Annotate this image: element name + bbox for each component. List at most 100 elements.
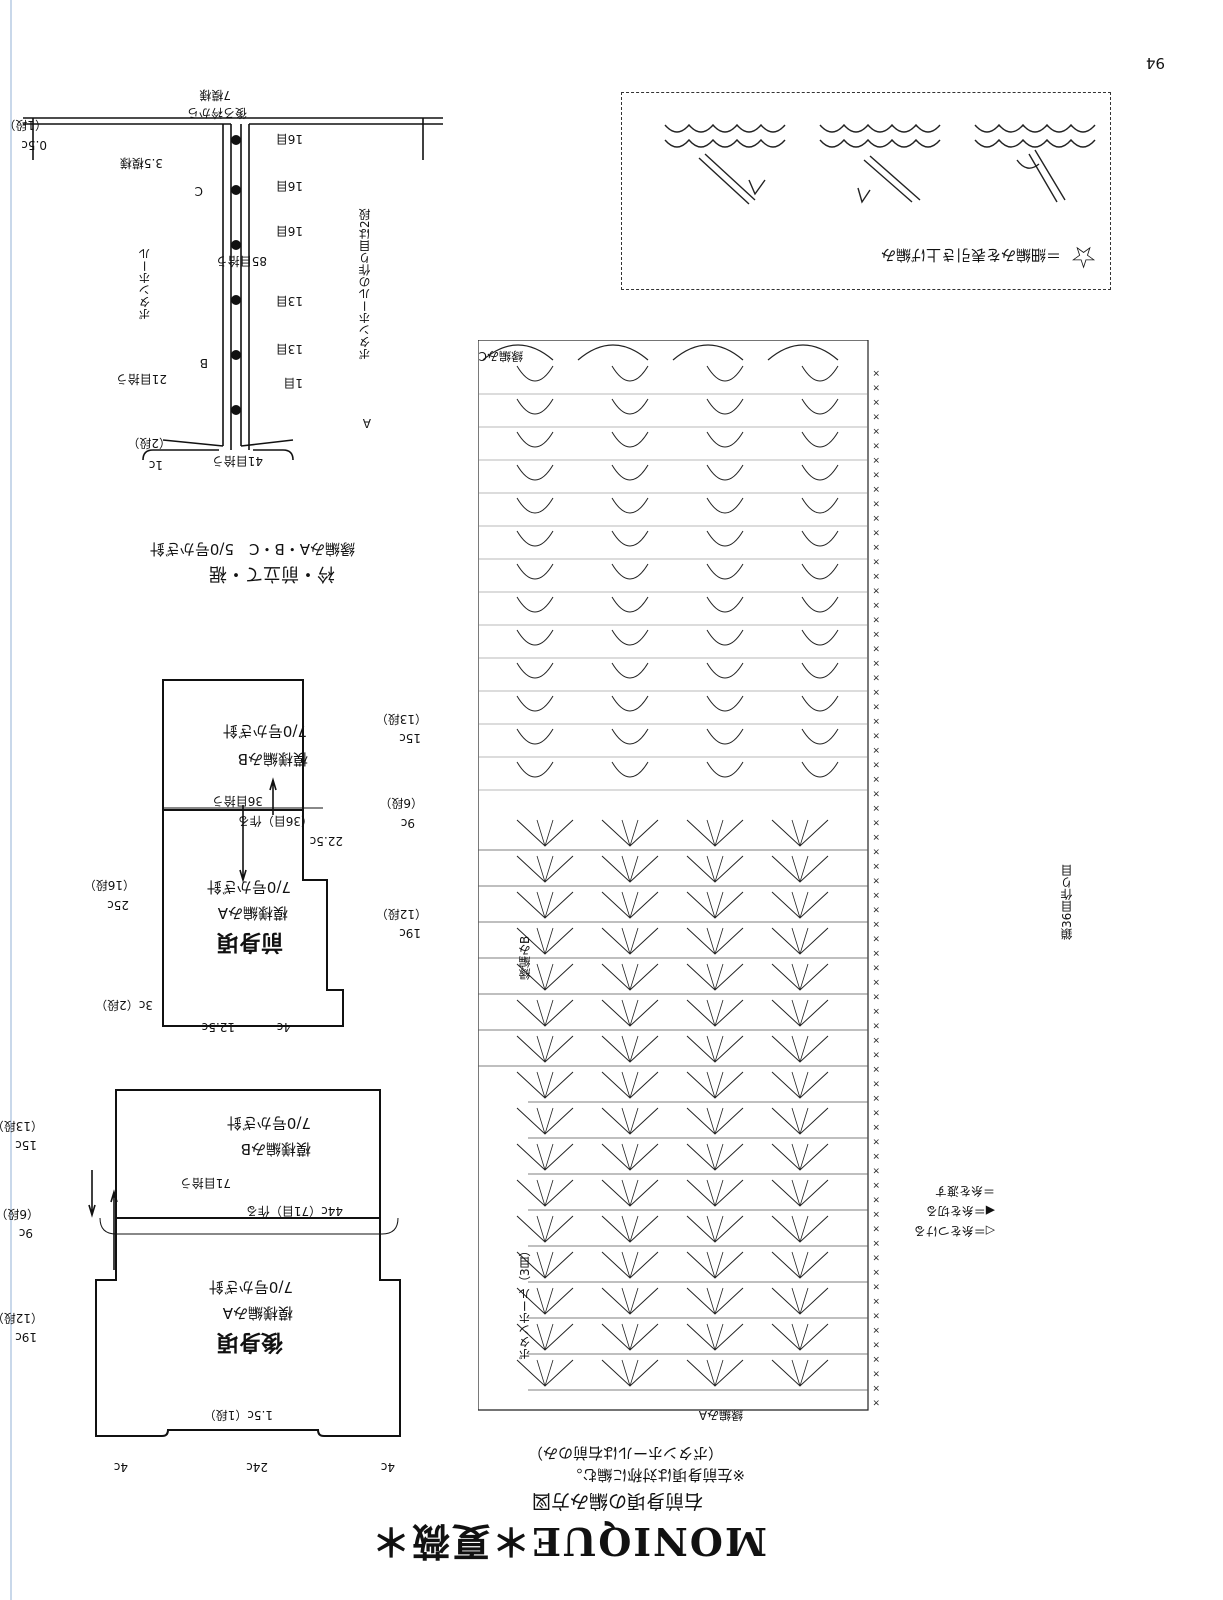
edging-stitch: × [872,614,880,624]
front-r13: （13段） [375,712,427,726]
fan-stitch-inner [706,963,724,991]
fan-stitch [516,1359,574,1387]
fan-stitch [601,1035,659,1063]
fan-stitch-inner [791,1071,809,1099]
shell-stitch [801,629,839,646]
edging-stitch: × [872,1049,880,1059]
fan-stitch [601,819,659,847]
fan-stitch [771,963,829,991]
edging-c-scallop [577,344,649,361]
page-number: 94 [1145,54,1165,72]
fan-stitch-inner [791,1323,809,1351]
fan-stitch-inner [536,927,554,955]
fan-stitch-inner [536,891,554,919]
fan-stitch [686,1071,744,1099]
fan-stitch-inner [706,1143,724,1171]
collar-st-13b: 13目 [275,294,303,308]
fan-stitch [601,999,659,1027]
shell-stitch [611,695,649,712]
shell-stitch [611,629,649,646]
front-bottom-4: 4c [276,1020,291,1034]
back-h19: 19c [15,1330,37,1344]
stitch-chart: ××××××××××××××××××××××××××××××××××××××××… [478,340,880,1411]
edging-stitch: × [872,1310,880,1320]
back-body-outline [88,1089,401,1437]
fan-stitch [601,1287,659,1315]
fan-stitch-inner [791,1107,809,1135]
spacer [3,1489,183,1490]
edging-stitch: × [872,1136,880,1146]
front-r16: （16段） [83,878,135,892]
chart-frame [478,340,869,1411]
edging-stitch: × [872,875,880,885]
fan-stitch-inner [621,1143,639,1171]
fan-stitch-inner [791,999,809,1027]
collar-label-a: A [362,416,371,430]
fan-stitch [516,1179,574,1207]
fan-stitch-inner [621,1359,639,1387]
fan-stitch [686,855,744,883]
edging-stitch: × [872,1006,880,1016]
fan-stitch-inner [536,855,554,883]
shell-stitch [516,431,554,448]
back-bottom-4a: 4c [380,1460,395,1474]
edging-stitch: × [872,1238,880,1248]
edging-stitch: × [872,991,880,1001]
chart-heading: 右前身頃の編み方図 [531,1490,703,1512]
collar-st-16b: 16目 [275,179,303,193]
fan-stitch [686,1179,744,1207]
shell-stitch [801,464,839,481]
collar-pick-41: 41目拾う [211,454,263,468]
fan-stitch [516,891,574,919]
front-h25: 25c [107,898,129,912]
edging-stitch: × [872,832,880,842]
fan-stitch-inner [791,855,809,883]
back-bottom-4b: 4c [113,1460,128,1474]
edging-stitch: × [872,759,880,769]
fan-stitch [686,1323,744,1351]
legend-attach: ◁＝糸をつける [913,1224,995,1238]
fan-stitch-inner [706,1251,724,1279]
edging-stitch: × [872,600,880,610]
shell-stitch [706,563,744,580]
front-decrease: 3c（2段） [95,998,153,1012]
shell-stitch [801,530,839,547]
fan-stitch [686,1035,744,1063]
edging-stitch: × [872,1267,880,1277]
fan-stitch [686,1251,744,1279]
edging-stitch: × [872,484,880,494]
edging-stitch: × [872,1122,880,1132]
front-title: 前身頃 [216,929,283,954]
back-h15: 15c [15,1138,37,1152]
edging-stitch: × [872,1296,880,1306]
back-h9: 9c [18,1226,33,1240]
shell-stitch [801,398,839,415]
shell-stitch [801,761,839,778]
edging-stitch: × [872,1165,880,1175]
fan-stitch [601,1251,659,1279]
fan-stitch-inner [706,999,724,1027]
fan-stitch-inner [621,1287,639,1315]
chain-36-label: 鎖36目作り目 [1060,864,1074,940]
fan-stitch-inner [621,1071,639,1099]
back-r12: （12段） [0,1311,43,1325]
shell-stitch [611,728,649,745]
back-r13: （13段） [0,1119,43,1133]
edging-stitch: × [872,977,880,987]
shell-stitch [706,728,744,745]
edging-stitch: × [872,513,880,523]
collar-7-patterns: 7模様 [199,88,231,102]
fan-stitch-inner [791,927,809,955]
shell-stitch [516,695,554,712]
shell-stitch [801,728,839,745]
back-neck: 1.5c（1段） [203,1408,273,1422]
fan-stitch [771,1215,829,1243]
fan-stitch [771,999,829,1027]
edging-stitch: × [872,1151,880,1161]
edging-stitch: × [872,411,880,421]
fan-stitch [771,855,829,883]
edging-stitch: × [872,687,880,697]
front-pattern-b: 模様編みB [237,750,308,768]
